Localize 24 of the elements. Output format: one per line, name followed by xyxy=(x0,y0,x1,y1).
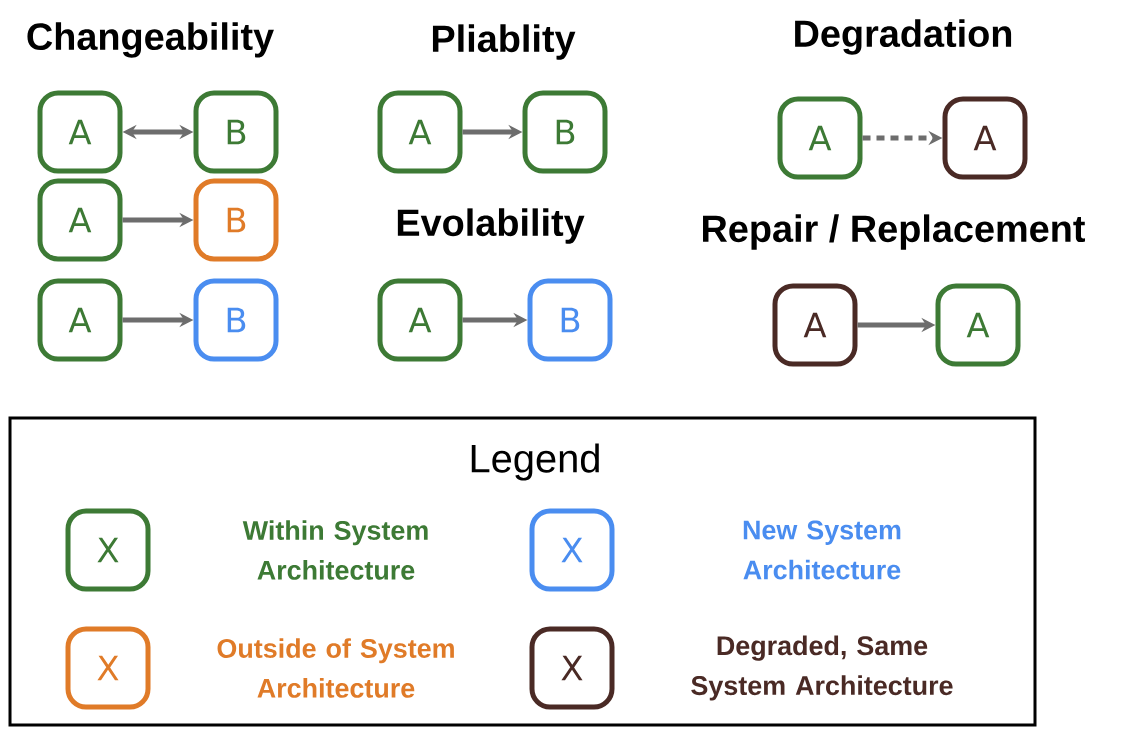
rounded-box: A xyxy=(942,96,1028,180)
legend-text: Outside of System Architecture xyxy=(217,638,454,698)
legend-text: New System Architecture xyxy=(743,520,901,580)
legend-text: Within System Architecture xyxy=(242,520,428,580)
legend-text: Degraded, Same System Architecture xyxy=(691,635,953,701)
rounded-box: A xyxy=(772,283,858,367)
section-title: Degradation xyxy=(795,19,1012,55)
section-title: Pliablity xyxy=(432,24,576,60)
rounded-box: A xyxy=(377,278,463,362)
rounded-box: A xyxy=(37,178,123,262)
rounded-box: B xyxy=(193,90,279,174)
section-title: Changeability xyxy=(27,22,274,58)
rounded-box: B xyxy=(522,90,608,174)
rounded-box: B xyxy=(527,278,613,362)
rounded-box: A xyxy=(935,283,1021,367)
rounded-box: B xyxy=(193,278,279,362)
rounded-box: A xyxy=(777,96,863,180)
rounded-box: A xyxy=(37,278,123,362)
rounded-box: B xyxy=(193,178,279,262)
section-title: Evolability xyxy=(397,208,585,244)
legend-title: Legend xyxy=(471,443,599,481)
rounded-box: A xyxy=(37,90,123,174)
section-title: Repair / Replacement xyxy=(703,214,1085,250)
rounded-box: A xyxy=(377,90,463,174)
